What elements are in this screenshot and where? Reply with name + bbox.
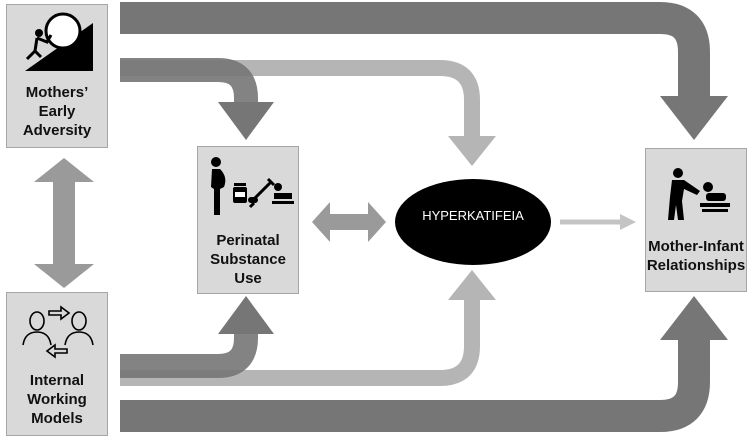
hyperkatifeia-label: HYPERKATIFEIA — [422, 208, 524, 223]
label-line: Relationships — [646, 257, 746, 274]
arrow-adversity-to-hyperkatifeia — [120, 60, 480, 138]
node-label: Mothers’ Early Adversity — [7, 83, 107, 140]
label-line: Mothers’ — [25, 84, 89, 101]
label-line: Models — [31, 410, 83, 427]
arrow-models-to-relationships — [120, 338, 710, 432]
arrowhead-models-to-substance-use — [218, 296, 274, 334]
node-label: Perinatal Substance Use — [198, 231, 298, 288]
label-line: Internal — [29, 372, 85, 389]
label-line: Mother-Infant — [648, 238, 744, 255]
arrowhead-adversity-to-hyperkatifeia — [448, 136, 496, 166]
double-arrow-adversity-models — [34, 158, 94, 288]
label-line: Early — [38, 103, 76, 120]
two-people-exchange-icon — [22, 305, 94, 359]
hyperkatifeia-node — [395, 179, 551, 265]
node-mothers-early-adversity: Mothers’ Early Adversity — [6, 4, 108, 148]
person-pushing-boulder-uphill-icon — [25, 12, 93, 71]
arrow-models-to-hyperkatifeia — [120, 300, 480, 386]
arrowhead-adversity-to-substance-use — [218, 102, 274, 140]
arrowhead-models-to-relationships — [660, 296, 728, 340]
arrow-models-to-substance-use — [120, 332, 258, 378]
node-mother-infant-relationships: Mother-Infant Relationships — [645, 148, 747, 292]
double-arrow-substance-hyperkatifeia — [312, 202, 386, 242]
dark-arrows — [120, 2, 710, 432]
label-line: Substance — [210, 251, 286, 268]
node-internal-working-models: Internal Working Models — [6, 292, 108, 436]
label-line: Working — [27, 391, 87, 408]
label-line: Use — [234, 270, 262, 287]
parent-changing-baby-icon — [668, 168, 730, 220]
arrow-adversity-to-substance-use — [120, 58, 258, 104]
arrow-adversity-to-relationships — [120, 2, 710, 98]
light-arrows — [120, 60, 480, 386]
node-label: Internal Working Models — [7, 371, 107, 428]
arrowhead-adversity-to-relationships — [660, 96, 728, 140]
node-perinatal-substance-use: Perinatal Substance Use — [197, 146, 299, 294]
arrowhead-hyperkatifeia-to-relationships — [620, 214, 636, 230]
arrowhead-models-to-hyperkatifeia — [448, 270, 496, 300]
label-line: Adversity — [22, 122, 92, 139]
label-line: Perinatal — [216, 232, 280, 249]
node-label: Mother-Infant Relationships — [646, 237, 746, 275]
pregnancy-substance-icons — [211, 157, 294, 215]
